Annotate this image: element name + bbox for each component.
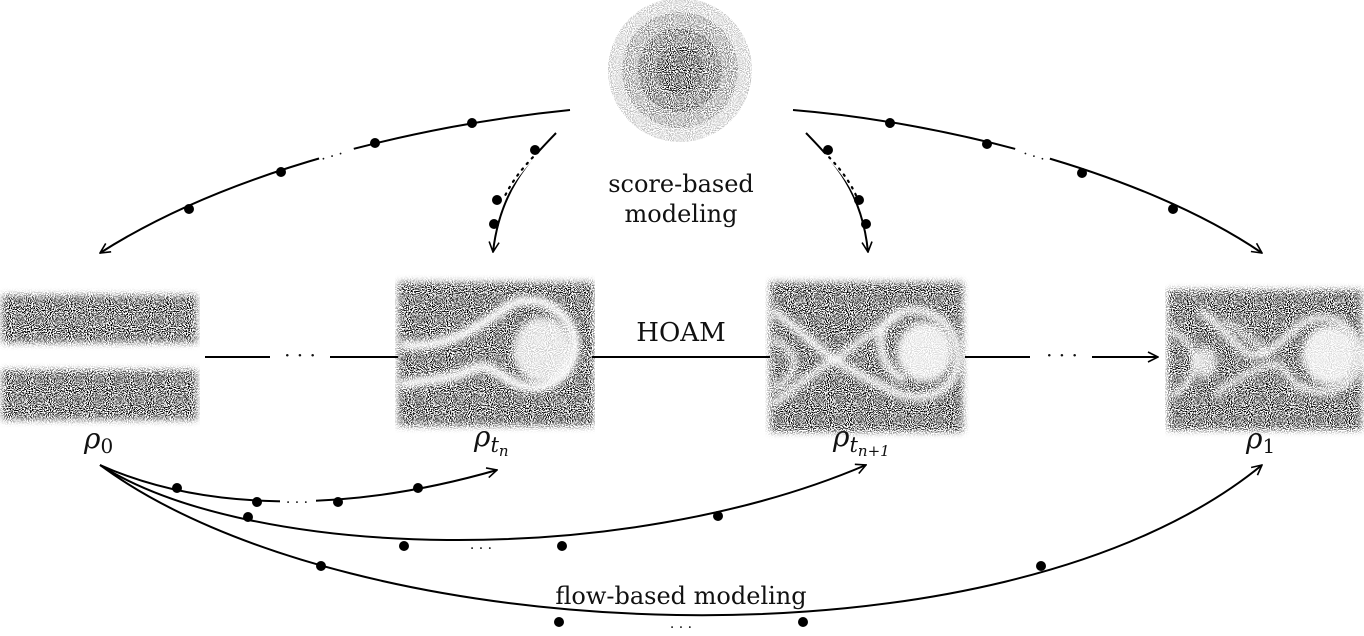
rho-tn1-panel: [765, 270, 970, 440]
gaussian-density: [600, 0, 760, 150]
dot: [492, 195, 502, 205]
svg-text:ρtn+1: ρtn+1: [832, 420, 890, 460]
flow-arcs: · · · · · · · · ·: [99, 464, 1262, 636]
dot: [276, 167, 286, 177]
hoam-label: HOAM: [636, 318, 725, 348]
rho-tn-subsubscript: n: [499, 442, 509, 460]
dot: [854, 195, 864, 205]
dot: [316, 561, 326, 571]
chain-ellipsis-2: · · ·: [1046, 343, 1078, 367]
flow-arc-tn1: [99, 465, 866, 542]
score-arc-left-ellipsis: · · ·: [319, 146, 345, 168]
dot: [172, 483, 182, 493]
dot: [554, 617, 564, 627]
rho-tn-panel: [395, 270, 595, 435]
flow-arc-tn-ellipsis: · · ·: [286, 495, 308, 511]
dot: [823, 145, 833, 155]
dot: [333, 497, 343, 507]
dot: [530, 145, 540, 155]
dot: [489, 219, 499, 229]
dot: [885, 118, 895, 128]
svg-text:ρ0: ρ0: [83, 422, 113, 458]
rho-tn-label: ρtn: [473, 420, 509, 460]
score-arc-tn: [493, 132, 557, 252]
rho-symbol: ρ: [473, 420, 491, 453]
rho-symbol: ρ: [1245, 422, 1263, 455]
score-label-line1: score-based: [608, 170, 754, 198]
rho-1-panel: [1165, 275, 1364, 440]
rho-symbol: ρ: [83, 422, 101, 455]
rho-0-label: ρ0: [83, 422, 113, 458]
dot: [467, 118, 477, 128]
rho-1-subscript: 1: [1262, 434, 1275, 458]
rho-0-subscript: 0: [100, 434, 113, 458]
rho-0-panel: [0, 280, 200, 430]
dot: [982, 139, 992, 149]
rho-tn1-label: ρtn+1: [832, 420, 890, 460]
score-label-line2: modeling: [625, 200, 738, 228]
rho-symbol: ρ: [832, 420, 850, 453]
flow-based-label: flow-based modeling: [555, 582, 806, 610]
dot: [713, 511, 723, 521]
dot: [1077, 168, 1087, 178]
score-arc-right: [792, 109, 1262, 253]
trajectory-dots: [172, 118, 1178, 627]
svg-text:ρ1: ρ1: [1245, 422, 1275, 458]
flow-arc-tn1-ellipsis: · · ·: [470, 541, 492, 557]
dot: [1168, 204, 1178, 214]
score-arcs: · · · · · ·: [100, 109, 1262, 253]
score-arc-right-ellipsis: · · ·: [1021, 146, 1047, 168]
rho-tn1-subsubscript: n+1: [858, 442, 890, 460]
dot: [861, 219, 871, 229]
dot: [413, 483, 423, 493]
svg-text:ρtn: ρtn: [473, 420, 509, 460]
flow-arc-1: [99, 465, 1262, 617]
chain-ellipsis-1: · · ·: [284, 343, 316, 367]
rho-1-label: ρ1: [1245, 422, 1275, 458]
dot: [798, 617, 808, 627]
score-arc-tn-dotted: [501, 150, 540, 202]
score-arc-tn1-dotted: [822, 150, 860, 202]
dot: [557, 541, 567, 551]
dot: [370, 138, 380, 148]
time-chain: · · · HOAM · · ·: [205, 318, 1158, 367]
dot: [399, 541, 409, 551]
score-arc-tn1: [805, 132, 868, 252]
dot: [243, 512, 253, 522]
flow-arc-1-ellipsis: · · ·: [670, 620, 692, 636]
rho-tn-subscript: t: [490, 433, 499, 457]
dot: [252, 497, 262, 507]
score-arc-left: [100, 109, 571, 253]
dot: [184, 204, 194, 214]
dot: [1036, 561, 1046, 571]
flow-arc-tn: [99, 464, 497, 503]
rho-tn1-subscript: t: [849, 433, 858, 457]
score-based-label: score-based modeling: [608, 170, 754, 228]
